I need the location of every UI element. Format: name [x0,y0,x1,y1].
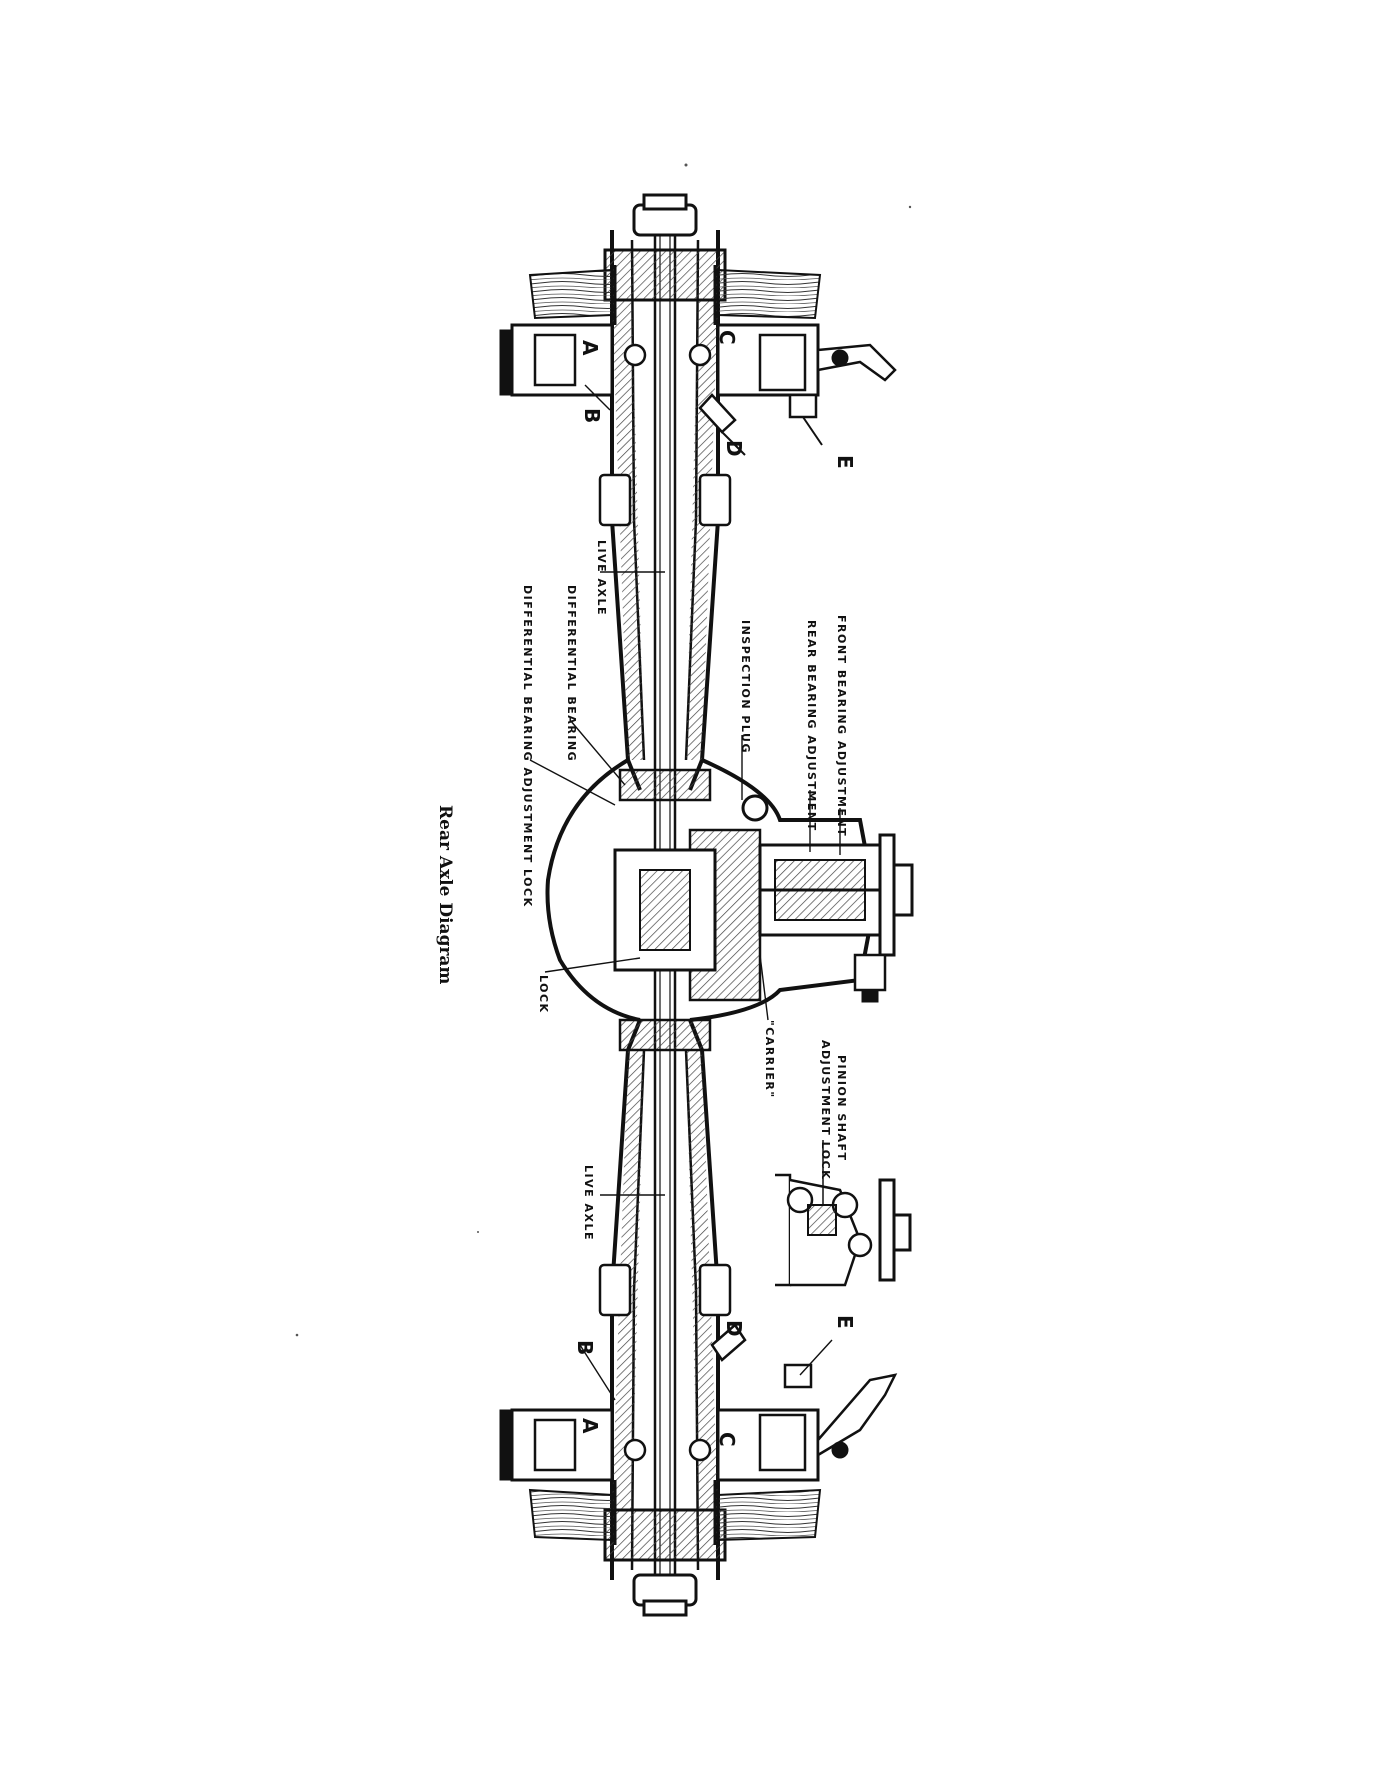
label-front-bearing-adjustment: FRONT BEARING ADJUSTMENT [835,615,848,837]
callout-d-top: D [722,440,746,457]
label-rear-bearing-adjustment: REAR BEARING ADJUSTMENT [805,620,818,832]
callout-d-bottom: D [722,1320,746,1337]
leader-lines [529,384,841,1401]
label-differential-bearing: DIFFERENTIAL BEARING [565,585,578,762]
callout-e-bottom: E [833,1315,857,1329]
wheel-assembly-top [499,265,897,456]
spring-seats [598,473,732,1317]
label-differential-bearing-adjustment-lock: DIFFERENTIAL BEARING ADJUSTMENT LOCK [521,585,534,908]
callout-c-bottom: C [715,1432,739,1447]
hub-end-bottom [603,1508,727,1617]
label-group: LIVE AXLE LIVE AXLE DIFFERENTIAL BEARING… [435,330,857,1447]
callout-b-top: B [580,408,604,423]
pinion-shaft-inset [775,1140,912,1287]
callout-e-top: E [833,455,857,469]
label-carrier: "CARRIER" [763,1020,776,1099]
callout-b-bottom: B [573,1340,597,1355]
diagram-title: Rear Axle Diagram [435,805,455,984]
hub-end-top [603,193,727,302]
label-live-axle-lower: LIVE AXLE [582,1165,595,1241]
label-inspection-plug: INSPECTION PLUG [739,620,752,754]
label-lock: LOCK [537,975,550,1014]
label-pinion-shaft-line2: ADJUSTMENT LOCK [819,1040,832,1180]
print-specks [295,163,912,1337]
differential-carrier [545,758,914,1052]
wheel-assembly-bottom [499,1323,898,1545]
label-pinion-shaft-line1: PINION SHAFT [835,1055,848,1162]
callout-a-top: A [578,340,602,356]
callout-a-bottom: A [578,1418,602,1434]
label-live-axle-upper: LIVE AXLE [595,540,608,616]
callout-c-top: C [715,330,739,345]
